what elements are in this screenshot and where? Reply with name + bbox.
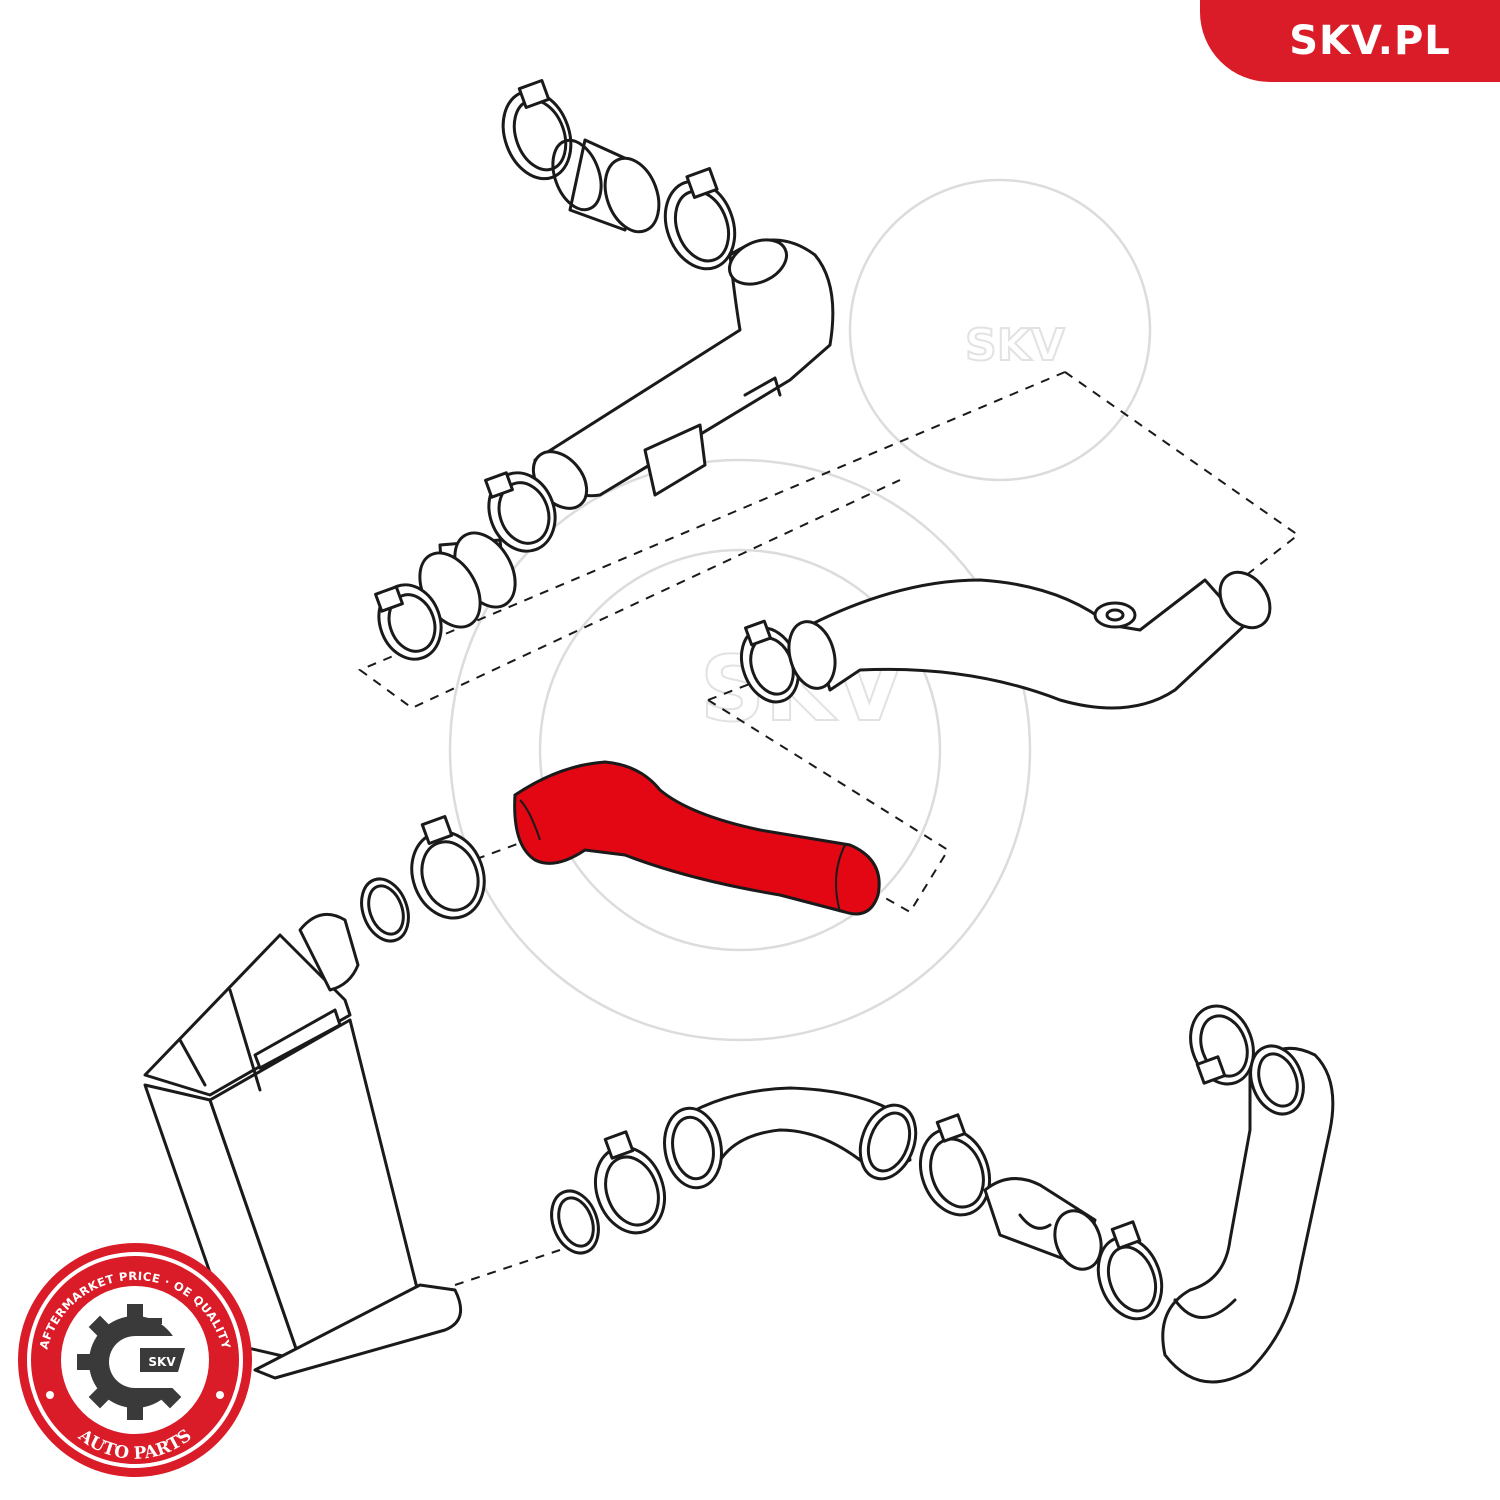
charge-pipe-upper xyxy=(531,238,835,510)
hose-clamp-icon xyxy=(594,1130,666,1235)
coupling-sleeve xyxy=(983,1177,1103,1271)
charge-pipe-lower xyxy=(663,1086,918,1190)
coupling-sleeve xyxy=(551,138,661,234)
intercooler-inlet-parts xyxy=(360,814,486,943)
intercooler-hose-red xyxy=(513,760,881,916)
badge-center-text: SKV xyxy=(148,1355,176,1369)
hose-clamp-icon xyxy=(374,583,443,661)
hose-clamp-icon xyxy=(919,1113,991,1217)
brand-site-text: SKV.PL xyxy=(1289,18,1451,64)
watermark-text-upper: SKV xyxy=(965,320,1065,371)
skv-badge: AFTERMARKET PRICE · OE QUALITY AUTO PART… xyxy=(18,1243,252,1477)
gear-logo-icon: SKV xyxy=(77,1304,190,1420)
charge-pipe-middle xyxy=(787,570,1272,710)
brand-banner: SKV.PL xyxy=(1200,0,1500,82)
hose-clamp-icon xyxy=(663,167,737,271)
hose-clamp-icon xyxy=(1189,1004,1255,1086)
hose-clamp-icon xyxy=(501,78,573,181)
hose-clamp-icon xyxy=(410,814,486,920)
upper-pipe-assembly xyxy=(374,78,835,661)
middle-pipe-assembly xyxy=(739,570,1272,710)
lower-pipe-assembly xyxy=(550,1004,1335,1384)
intercooler-icon xyxy=(143,912,463,1380)
hose-clamp-icon xyxy=(1096,1220,1164,1321)
highlighted-intercooler-hose xyxy=(513,760,881,916)
charge-pipe-riser xyxy=(1161,1044,1335,1384)
hose-clamp-icon xyxy=(484,471,557,553)
